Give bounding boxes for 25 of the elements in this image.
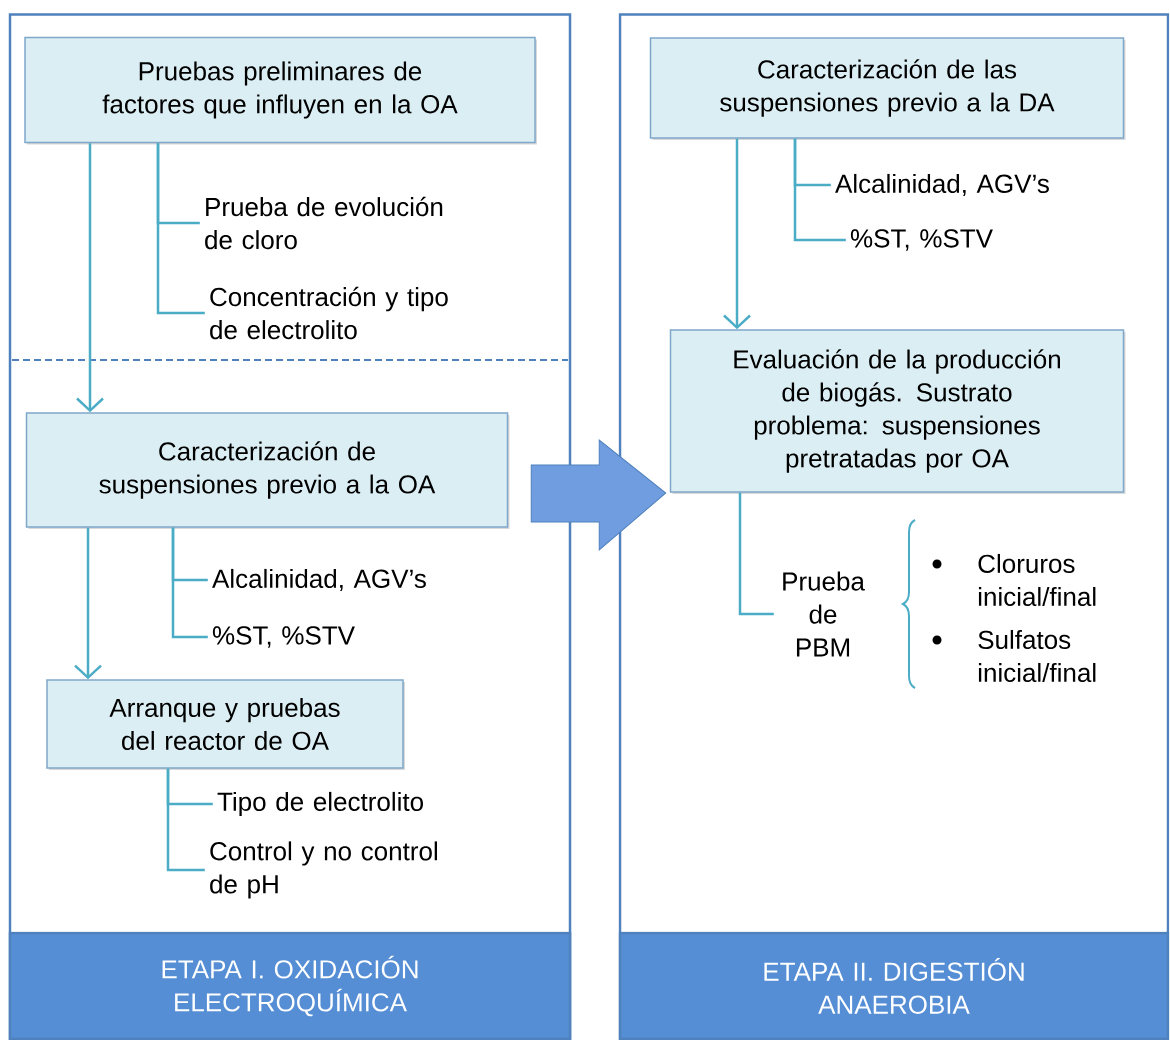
arrow: [76, 143, 104, 413]
bullet-text: Sulfatos inicial/final: [978, 629, 1096, 683]
connector-line: [156, 143, 205, 315]
arrow: [723, 138, 751, 330]
connector-line: [738, 492, 774, 616]
bullet-text: Cloruros inicial/final: [978, 553, 1096, 607]
item-text: Concentración y tipo de electrolito: [210, 286, 448, 340]
test-label: Prueba de PBM: [783, 571, 865, 657]
item-text: %ST, %STV: [850, 229, 993, 251]
connector-line: [793, 138, 846, 242]
item-text: Control y no control de pH: [210, 841, 437, 899]
process-box: Pruebas preliminares de factores que influyen en la OA: [24, 36, 537, 145]
item-text: Tipo de electrolito: [217, 791, 423, 817]
connector-line: [166, 768, 205, 872]
connector-line: [171, 527, 208, 639]
process-box: Evaluación de la producción de biogás. Sustrato problema: suspensiones pretratadas por OA: [669, 329, 1126, 494]
item-text: Prueba de evolución de cloro: [205, 196, 443, 250]
process-box: Caracterización de suspensiones previo a la OA: [25, 412, 510, 529]
process-box: Arranque y pruebas del reactor de OA: [46, 679, 405, 770]
item-text: Alcalinidad, AGV’s: [835, 173, 1049, 197]
process-box: Caracterización de las suspensiones previo a la DA: [649, 37, 1126, 140]
item-text: Alcalinidad, AGV’s: [212, 568, 426, 592]
block-arrow: [530, 439, 667, 551]
arrow: [74, 527, 102, 680]
item-text: %ST, %STV: [212, 626, 355, 648]
